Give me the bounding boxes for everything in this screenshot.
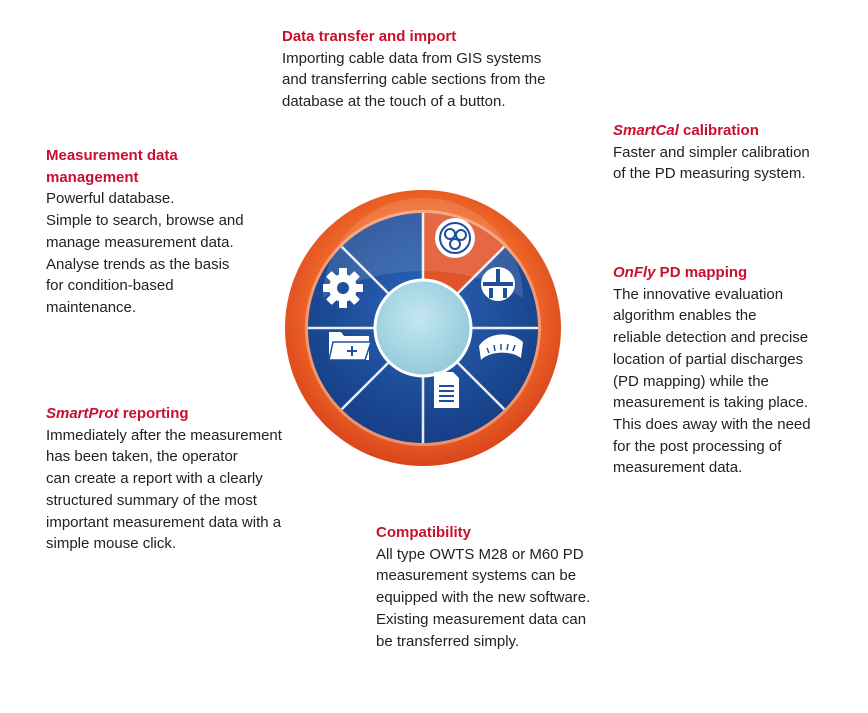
onfly-block: OnFly PD mapping The innovative evaluati… — [613, 262, 811, 479]
text-line: The innovative evaluation — [613, 285, 784, 303]
data-transfer-title: Data transfer and import — [282, 28, 457, 45]
text-line: Existing measurement data can — [376, 610, 587, 628]
title-italic: SmartCal — [613, 122, 679, 139]
smartprot-block: SmartProt reporting Immediately after th… — [46, 403, 282, 555]
text-line: for the post processing of — [613, 437, 782, 455]
text-line: Simple to search, browse and — [46, 212, 244, 230]
title-italic: SmartProt — [46, 405, 119, 422]
gauge-icon — [479, 334, 523, 360]
text-line: has been taken, the operator — [46, 448, 238, 466]
text-line: simple mouse click. — [46, 535, 177, 553]
smartprot-text: Immediately after the measurement has be… — [46, 425, 282, 555]
text-line: important measurement data with a — [46, 513, 282, 531]
text-line: Faster and simpler calibration — [613, 143, 810, 161]
text-line: equipped with the new software. — [376, 589, 591, 607]
text-line: can create a report with a clearly — [46, 470, 263, 488]
text-line: Powerful database. — [46, 190, 175, 208]
data-transfer-text: Importing cable data from GIS systems an… — [282, 48, 545, 113]
title-line: management — [46, 168, 139, 186]
text-line: and transferring cable sections from the — [282, 71, 546, 89]
text-line: Immediately after the measurement — [46, 426, 282, 444]
onfly-text: The innovative evaluation algorithm enab… — [613, 284, 811, 479]
measurement-data-block: Measurement data management Powerful dat… — [46, 145, 244, 319]
text-line: measurement is taking place. — [613, 394, 809, 412]
text-line: database at the touch of a button. — [282, 93, 506, 111]
cable-cross-section-icon — [435, 218, 475, 258]
feature-wheel — [285, 190, 561, 466]
compatibility-title: Compatibility — [376, 524, 472, 541]
title-line: Measurement data — [46, 147, 178, 164]
report-icon — [434, 372, 459, 408]
text-line: of the PD measuring system. — [613, 165, 806, 183]
title-rest: reporting — [118, 405, 189, 422]
folder-add-icon — [328, 332, 373, 361]
compatibility-block: Compatibility All type OWTS M28 or M60 P… — [376, 522, 590, 652]
smartcal-title: SmartCal calibration — [613, 120, 810, 142]
text-line: Analyse trends as the basis — [46, 255, 230, 273]
text-line: All type OWTS M28 or M60 PD — [376, 545, 584, 563]
text-line: Importing cable data from GIS systems — [282, 49, 542, 67]
text-line: structured summary of the most — [46, 491, 257, 509]
smartcal-block: SmartCal calibration Faster and simpler … — [613, 120, 810, 185]
pd-map-icon — [481, 267, 515, 301]
text-line: This does away with the need — [613, 415, 811, 433]
title-rest: calibration — [678, 122, 759, 139]
title-italic: OnFly — [613, 264, 656, 281]
gloss-highlight — [323, 198, 523, 298]
smartcal-text: Faster and simpler calibration of the PD… — [613, 142, 810, 185]
text-line: maintenance. — [46, 298, 137, 316]
text-line: measurement data. — [613, 459, 743, 477]
text-line: measurement systems can be — [376, 567, 577, 585]
text-line: for condition-based — [46, 277, 174, 295]
measurement-data-title: Measurement data management — [46, 145, 244, 188]
smartprot-title: SmartProt reporting — [46, 403, 282, 425]
text-line: manage measurement data. — [46, 233, 234, 251]
text-line: be transferred simply. — [376, 632, 520, 650]
center-hub — [373, 278, 473, 378]
text-line: (PD mapping) while the — [613, 372, 769, 390]
text-line: algorithm enables the — [613, 307, 757, 325]
gear-icon — [323, 268, 363, 308]
data-transfer-block: Data transfer and import Importing cable… — [282, 26, 545, 113]
title-rest: PD mapping — [655, 264, 748, 281]
text-line: location of partial discharges — [613, 350, 804, 368]
compatibility-text: All type OWTS M28 or M60 PD measurement … — [376, 544, 590, 653]
text-line: reliable detection and precise — [613, 329, 809, 347]
measurement-data-text: Powerful database. Simple to search, bro… — [46, 188, 244, 318]
onfly-title: OnFly PD mapping — [613, 262, 811, 284]
